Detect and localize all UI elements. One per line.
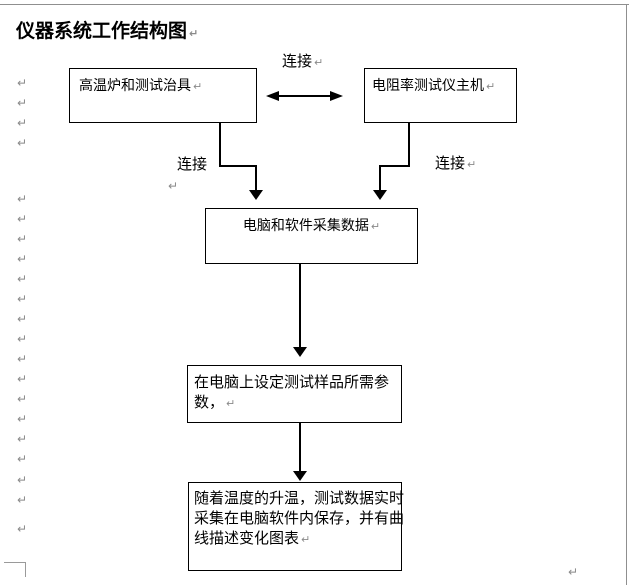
paragraph-mark-icon: ↵ (17, 312, 28, 326)
paragraph-mark-icon: ↵ (370, 220, 381, 233)
paragraph-mark-icon: ↵ (17, 272, 28, 286)
paragraph-mark-icon: ↵ (17, 522, 28, 536)
flowchart-box-computer-software[interactable]: 电脑和软件采集数据↵ (205, 208, 418, 264)
paragraph-mark-icon: ↵ (17, 392, 28, 406)
line-segment (255, 165, 257, 191)
line-segment (379, 165, 410, 167)
line-segment (219, 165, 257, 167)
flowchart-box-furnace[interactable]: 高温炉和测试治具↵ (69, 68, 257, 123)
label-connect-left-text: 连接 (177, 156, 208, 173)
label-connect-right[interactable]: 连接↵ (435, 156, 476, 172)
arrowhead-down-icon (293, 347, 307, 357)
paragraph-mark-icon: ↵ (486, 80, 496, 93)
line-segment (408, 123, 410, 167)
label-connect-top-text: 连接 (282, 53, 313, 70)
paragraph-mark-icon: ↵ (17, 332, 28, 346)
paragraph-mark-icon: ↵ (17, 76, 28, 90)
box-furnace-text: 高温炉和测试治具 (79, 77, 191, 93)
page-border-top (0, 4, 629, 5)
page-border-right (626, 4, 627, 585)
paragraph-mark-icon: ↵ (568, 565, 579, 579)
corner-mark-horizontal (4, 562, 26, 563)
paragraph-mark-icon: ↵ (189, 27, 199, 40)
flowchart-box-resistivity-tester[interactable]: 电阻率测试仪主机↵ (364, 68, 517, 123)
arrowhead-left-icon (266, 91, 279, 101)
paragraph-mark-icon: ↵ (467, 158, 477, 171)
arrowhead-down-icon (373, 190, 387, 200)
paragraph-mark-icon: ↵ (17, 352, 28, 366)
paragraph-mark-icon: ↵ (17, 473, 28, 487)
paragraph-mark-icon: ↵ (17, 292, 28, 306)
box-collect-text: 随着温度的升温，测试数据实时采集在电脑软件内保存，并有曲线描述变化图表 (194, 490, 405, 547)
arrowhead-down-icon (293, 471, 307, 481)
label-connect-top[interactable]: 连接↵ (282, 54, 323, 70)
paragraph-mark-icon: ↵ (17, 212, 28, 226)
line-segment (219, 123, 221, 167)
label-connect-right-text: 连接 (435, 155, 466, 172)
paragraph-mark-icon: ↵ (17, 136, 28, 150)
box-tester-text: 电阻率测试仪主机 (372, 77, 484, 93)
paragraph-mark-icon: ↵ (226, 397, 236, 410)
paragraph-mark-icon: ↵ (17, 192, 28, 206)
paragraph-mark-icon: ↵ (17, 432, 28, 446)
paragraph-mark-icon: ↵ (193, 80, 203, 93)
document-title-text: 仪器系统工作结构图 (16, 21, 188, 42)
line-segment (278, 95, 332, 97)
corner-mark-vertical (25, 562, 26, 577)
document-title[interactable]: 仪器系统工作结构图↵ (16, 21, 198, 43)
box-params-text: 在电脑上设定测试样品所需参数， (194, 374, 390, 411)
paragraph-mark-icon: ↵ (17, 372, 28, 386)
label-connect-left[interactable]: 连接 (177, 157, 207, 173)
arrowhead-down-icon (249, 190, 263, 200)
arrowhead-right-icon (330, 91, 343, 101)
paragraph-mark-icon: ↵ (17, 452, 28, 466)
paragraph-mark-icon: ↵ (17, 493, 28, 507)
paragraph-mark-icon: ↵ (168, 179, 179, 193)
paragraph-mark-icon: ↵ (314, 56, 324, 69)
line-segment (299, 264, 301, 348)
line-segment (379, 165, 381, 191)
line-segment (299, 423, 301, 472)
paragraph-mark-icon: ↵ (17, 252, 28, 266)
flowchart-box-set-parameters[interactable]: 在电脑上设定测试样品所需参数，↵ (187, 365, 402, 423)
paragraph-mark-icon: ↵ (17, 412, 28, 426)
paragraph-mark-icon: ↵ (301, 533, 311, 546)
box-computer-text: 电脑和软件采集数据 (242, 217, 369, 233)
paragraph-mark-icon: ↵ (17, 232, 28, 246)
paragraph-mark-icon: ↵ (17, 96, 28, 110)
paragraph-mark-icon: ↵ (17, 116, 28, 130)
flowchart-box-data-collection[interactable]: 随着温度的升温，测试数据实时采集在电脑软件内保存，并有曲线描述变化图表↵ (188, 482, 405, 571)
